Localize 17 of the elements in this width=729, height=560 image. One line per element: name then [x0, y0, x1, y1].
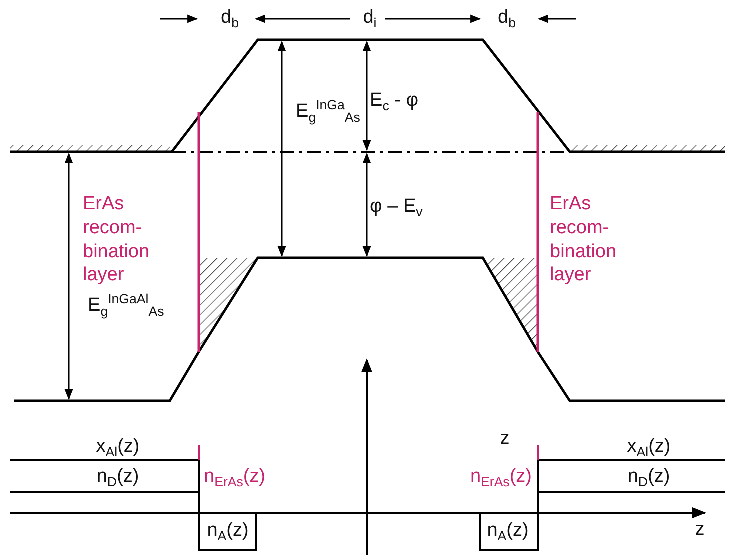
axis-label: φ – E$_{v}$ — [370, 194, 423, 222]
axis-label: n$_{A}$(z) — [487, 518, 529, 546]
axis-label: d$_{b}$ — [498, 6, 516, 32]
axis-label: d$_{b}$ — [221, 6, 239, 32]
axis-label: x$_{Al}$(z) — [627, 434, 671, 462]
axis-label: n$_{D}$(z) — [628, 464, 670, 492]
axis-label: d$_{i}$ — [363, 6, 377, 32]
layer-label: ErAs recom- bination layer — [550, 192, 618, 288]
axis-label: E$_{c}$ - φ — [370, 88, 419, 116]
axis-label: n$_{ErAs}$(z) — [470, 464, 532, 492]
axis-label: n$_{ErAs}$(z) — [204, 464, 266, 492]
axis-label: n$_{D}$(z) — [96, 464, 140, 492]
layer-label: ErAs recom- bination layer — [83, 192, 151, 288]
axis-label: x$_{Al}$(z) — [96, 434, 140, 462]
axis-label: n$_{A}$(z) — [207, 518, 249, 546]
axis-label: z — [500, 427, 510, 451]
axis-label: z — [695, 518, 705, 542]
